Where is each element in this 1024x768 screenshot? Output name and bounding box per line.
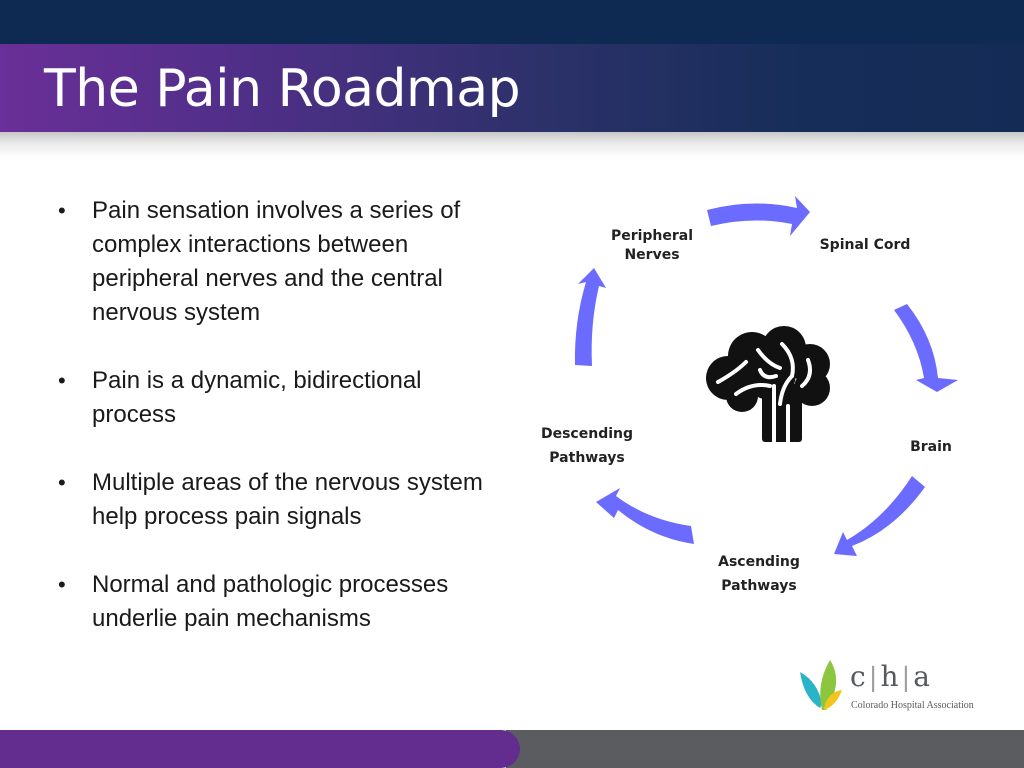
bullet-text: Pain is a dynamic, bidirectional process [92,367,422,428]
bullet-text: Pain sensation involves a series of comp… [92,197,461,326]
bullet-item: • Pain is a dynamic, bidirectional proces… [58,364,498,432]
footer-purple-bar [0,730,520,768]
arrow-peripheral-to-spinal [707,196,810,236]
logo-letter: a [913,660,931,693]
node-descending-pathways: Descending Pathways [540,426,634,466]
logo-divider: | [868,663,879,693]
logo-letters: c|h|a [850,660,931,693]
bullet-text: Normal and pathologic processes underlie… [92,571,449,632]
slide-title: The Pain Roadmap [44,59,521,119]
header-top-band [0,0,1024,44]
footer-gray-bar [506,730,1024,768]
node-brain: Brain [910,439,952,455]
bullet-dot: • [58,368,66,393]
title-shadow [0,132,1024,158]
leaf-icon [800,660,842,710]
bullet-text: Multiple areas of the nervous system hel… [92,469,483,530]
logo-organization-name: Colorado Hospital Association [851,700,974,711]
cycle-diagram [574,196,958,556]
logo-divider: | [901,663,912,693]
title-bar [0,44,1024,132]
arrow-ascending-to-descending [596,488,694,544]
brain-icon [706,326,830,444]
bullet-dot: • [58,198,66,223]
bullet-item: • Pain sensation involves a series of com… [58,194,498,330]
logo-letter: c [850,660,867,693]
node-ascending-pathways: Ascending Pathways [718,554,800,594]
arrow-brain-to-ascending [834,476,925,556]
bullet-dot: • [58,470,66,495]
cha-logo: c|h|a Colorado Hospital Association [796,654,986,714]
arrow-spinal-to-brain [894,304,958,392]
bullet-list: • Pain sensation involves a series of com… [58,194,498,670]
bullet-dot: • [58,572,66,597]
bullet-item: • Multiple areas of the nervous system he… [58,466,498,534]
node-spinal-cord: Spinal Cord [819,237,911,253]
logo-letter: h [880,660,900,693]
bullet-item: • Normal and pathologic processes underli… [58,568,498,636]
node-peripheral-nerves: Peripheral Nerves [610,228,694,263]
arrow-descending-to-peripheral [574,268,606,366]
